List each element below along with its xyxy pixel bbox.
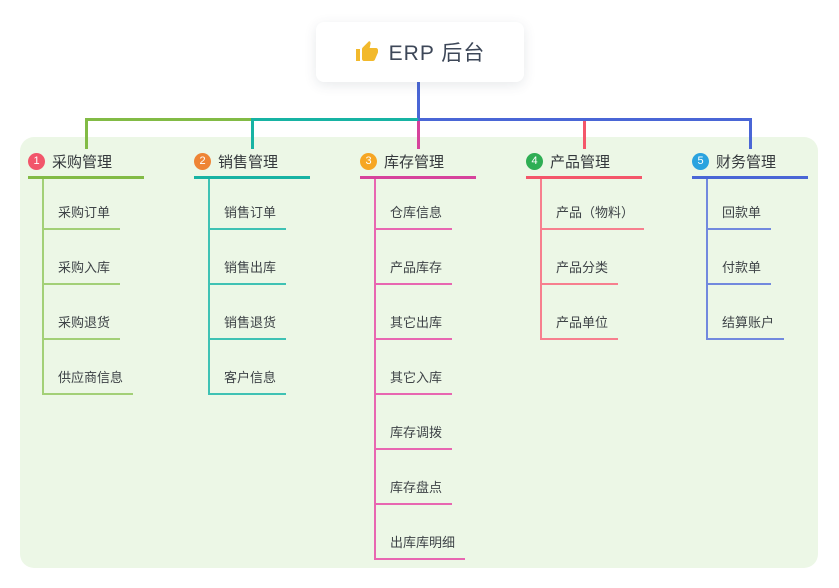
branch-product: 4 产品管理 产品（物料） 产品分类 产品单位 — [526, 0, 686, 588]
branch-label: 采购管理 — [52, 153, 113, 171]
child-node[interactable]: 采购订单 — [42, 200, 121, 230]
child-node[interactable]: 产品分类 — [540, 255, 619, 285]
branch-number-badge: 1 — [28, 152, 45, 170]
root-node[interactable]: ERP 后台 — [316, 22, 524, 82]
child-node[interactable]: 采购入库 — [42, 255, 121, 285]
child-node[interactable]: 产品（物料） — [540, 200, 645, 230]
branch-label: 财务管理 — [716, 153, 777, 171]
branch-header-purchase[interactable]: 1 采购管理 — [28, 148, 144, 179]
branch-label: 销售管理 — [218, 153, 279, 171]
branch-number-badge: 4 — [526, 152, 543, 170]
branch-number-badge: 5 — [692, 152, 709, 170]
connector-trunk — [208, 179, 210, 395]
branch-label: 产品管理 — [550, 153, 611, 171]
child-node[interactable]: 销售出库 — [208, 255, 287, 285]
connector-drop-finance — [749, 118, 752, 149]
child-node[interactable]: 其它入库 — [374, 365, 453, 395]
connector-drop-sales — [251, 118, 254, 149]
connector-trunk — [706, 179, 708, 340]
branch-sales: 2 销售管理 销售订单 销售出库 销售退货 客户信息 — [194, 0, 354, 588]
branch-number-badge: 2 — [194, 152, 211, 170]
child-node[interactable]: 库存调拨 — [374, 420, 453, 450]
child-node[interactable]: 销售退货 — [208, 310, 287, 340]
child-node[interactable]: 出库库明细 — [374, 530, 466, 560]
branch-label: 库存管理 — [384, 153, 445, 171]
child-node[interactable]: 结算账户 — [706, 310, 785, 340]
background-panel — [20, 137, 818, 568]
connector-trunk — [374, 179, 376, 560]
connector-trunk — [42, 179, 44, 395]
connector-root-drop — [417, 82, 420, 118]
child-node[interactable]: 产品库存 — [374, 255, 453, 285]
connector-bus-right — [418, 118, 752, 121]
thumbs-up-icon — [355, 41, 378, 61]
branch-header-inventory[interactable]: 3 库存管理 — [360, 148, 476, 179]
child-node[interactable]: 付款单 — [706, 255, 772, 285]
connector-bus-left — [85, 118, 251, 121]
child-node[interactable]: 产品单位 — [540, 310, 619, 340]
child-node[interactable]: 采购退货 — [42, 310, 121, 340]
branch-finance: 5 财务管理 回款单 付款单 结算账户 — [692, 0, 839, 588]
branch-header-product[interactable]: 4 产品管理 — [526, 148, 642, 179]
connector-bus-middle — [251, 118, 418, 121]
child-node[interactable]: 仓库信息 — [374, 200, 453, 230]
child-node[interactable]: 回款单 — [706, 200, 772, 230]
root-node-label: ERP 后台 — [388, 42, 486, 65]
branch-header-finance[interactable]: 5 财务管理 — [692, 148, 808, 179]
connector-drop-product — [583, 121, 586, 149]
connector-drop-inventory — [417, 121, 420, 149]
child-node[interactable]: 客户信息 — [208, 365, 287, 395]
branch-purchase: 1 采购管理 采购订单 采购入库 采购退货 供应商信息 — [28, 0, 188, 588]
child-node[interactable]: 供应商信息 — [42, 365, 134, 395]
branch-inventory: 3 库存管理 仓库信息 产品库存 其它出库 其它入库 库存调拨 库存盘点 出库库… — [360, 0, 520, 588]
child-node[interactable]: 库存盘点 — [374, 475, 453, 505]
branch-number-badge: 3 — [360, 152, 377, 170]
connector-trunk — [540, 179, 542, 340]
child-node[interactable]: 销售订单 — [208, 200, 287, 230]
branch-header-sales[interactable]: 2 销售管理 — [194, 148, 310, 179]
child-node[interactable]: 其它出库 — [374, 310, 453, 340]
connector-drop-purchase — [85, 118, 88, 149]
